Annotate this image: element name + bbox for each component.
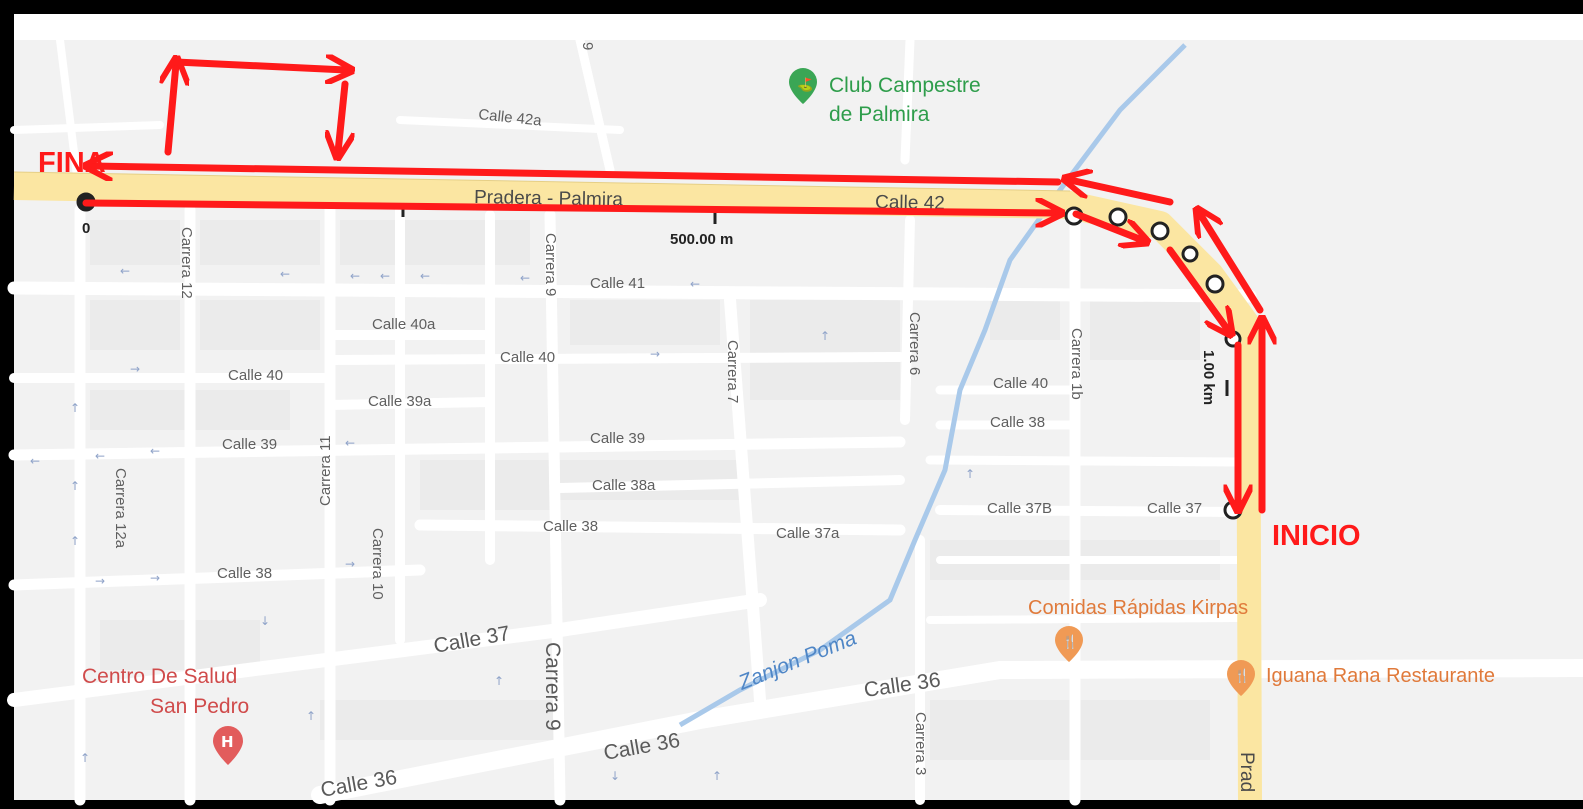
label-calle-39-c: Calle 39 <box>590 430 645 447</box>
label-calle-40-c: Calle 40 <box>500 349 555 366</box>
one-way-arrows: ← ← ← ← ← ← ← → → ← ← ← ← → → → ↑ ↑ ↑ ↓ ↑ ↑ ↑ ↑ ↑ ↓ ↑ <box>30 264 975 783</box>
svg-text:↑: ↑ <box>70 401 80 415</box>
svg-text:←: ← <box>95 449 105 463</box>
route-street-south-label: Prad <box>1236 752 1257 792</box>
label-calle-37-e: Calle 37 <box>1147 500 1202 517</box>
svg-text:🍴: 🍴 <box>1062 634 1078 650</box>
label-calle-40-w: Calle 40 <box>228 367 283 384</box>
svg-text:→: → <box>95 574 105 588</box>
svg-text:→: → <box>650 347 660 361</box>
poi-kirpas-label: Comidas Rápidas Kirpas <box>1028 597 1248 619</box>
route-waypoints <box>76 192 1243 520</box>
svg-text:H: H <box>221 733 234 751</box>
golf-flag-glyph: ⛳ <box>797 77 813 93</box>
label-carrera-7: Carrera 7 <box>724 340 741 403</box>
label-calle-38a: Calle 38a <box>592 477 656 494</box>
hospital-pin-icon <box>213 726 243 765</box>
label-carrera-12a: Carrera 12a <box>112 468 129 549</box>
arrow-bend-up-2 <box>1070 180 1174 206</box>
golf-pin-icon <box>789 68 817 104</box>
arrow-calle42-eastbound <box>82 203 1056 213</box>
restaurant-pin-icon <box>1055 626 1083 662</box>
poi-salud-line1: Centro De Salud <box>82 665 237 688</box>
city-blocks <box>90 220 1220 760</box>
poi-club-line1: Club Campestre <box>829 74 981 97</box>
scale-one-km: 1.00 km <box>1200 350 1217 405</box>
svg-text:←: ← <box>380 269 390 283</box>
arrow-bend-down-2 <box>1166 246 1228 330</box>
arrow-detour-up <box>168 64 176 156</box>
poi-club-campestre[interactable]: ⛳ Club Campestre de Palmira <box>789 68 981 126</box>
label-carrera-9-top: 9 <box>579 42 596 50</box>
label-carrera-10: Carrera 10 <box>369 528 386 600</box>
label-carrera-3: Carrera 3 <box>912 712 929 775</box>
svg-text:↑: ↑ <box>712 769 722 783</box>
street-network <box>7 35 1583 806</box>
svg-text:←: ← <box>150 444 160 458</box>
svg-text:←: ← <box>30 454 40 468</box>
scale-half-km: 500.00 m <box>670 231 733 248</box>
label-calle-39a: Calle 39a <box>368 393 432 410</box>
poi-iguana-rana[interactable]: 🍴 Iguana Rana Restaurante <box>1227 660 1495 696</box>
svg-text:↑: ↑ <box>306 709 316 723</box>
arrow-bend-down-1 <box>1072 210 1142 240</box>
label-calle-37a: Calle 37a <box>776 525 840 542</box>
route-road-south <box>1236 319 1262 801</box>
svg-text:↑: ↑ <box>70 534 80 548</box>
label-calle-38-e: Calle 38 <box>990 414 1045 431</box>
route-scale: 0 500.00 m 1.00 km <box>82 205 1229 405</box>
arrow-bend-up-1 <box>1200 214 1264 314</box>
label-inicio: INICIO <box>1272 520 1361 552</box>
scale-zero: 0 <box>82 220 90 237</box>
svg-text:↑: ↑ <box>80 751 90 765</box>
label-fina: FINA <box>38 147 106 179</box>
restaurant-pin-icon <box>1227 660 1255 696</box>
label-calle-41: Calle 41 <box>590 275 645 292</box>
svg-text:→: → <box>150 571 160 585</box>
svg-text:←: ← <box>420 269 430 283</box>
svg-text:🍴: 🍴 <box>1234 668 1250 684</box>
svg-text:↓: ↓ <box>260 614 270 628</box>
svg-text:←: ← <box>520 271 530 285</box>
label-calle-39-w: Calle 39 <box>222 436 277 453</box>
svg-text:→: → <box>345 557 355 571</box>
label-carrera-9-n: Carrera 9 <box>542 233 559 296</box>
poi-salud-line2: San Pedro <box>150 695 249 718</box>
svg-text:←: ← <box>350 269 360 283</box>
svg-text:↑: ↑ <box>494 674 504 688</box>
poi-centro-salud[interactable]: Centro De Salud San Pedro H <box>82 665 249 765</box>
poi-club-line2: de Palmira <box>829 103 930 126</box>
poi-iguana-label: Iguana Rana Restaurante <box>1266 665 1495 687</box>
svg-text:←: ← <box>120 264 130 278</box>
label-calle-38-w: Calle 38 <box>217 565 272 582</box>
svg-text:↑: ↑ <box>965 467 975 481</box>
svg-text:←: ← <box>345 436 355 450</box>
svg-text:←: ← <box>690 277 700 291</box>
svg-text:←: ← <box>280 267 290 281</box>
label-calle-40-e: Calle 40 <box>993 375 1048 392</box>
svg-text:→: → <box>130 362 140 376</box>
svg-text:↑: ↑ <box>820 329 830 343</box>
poi-comidas-kirpas[interactable]: Comidas Rápidas Kirpas 🍴 <box>1028 597 1248 662</box>
label-carrera-12: Carrera 12 <box>178 227 195 299</box>
label-calle-37b: Calle 37B <box>987 500 1052 517</box>
svg-text:↑: ↑ <box>70 479 80 493</box>
svg-text:↓: ↓ <box>610 769 620 783</box>
label-calle-42a: Calle 42a <box>478 106 543 130</box>
label-calle-38-c: Calle 38 <box>543 518 598 535</box>
label-calle-40a: Calle 40a <box>372 316 436 333</box>
label-carrera-11: Carrera 11 <box>317 435 334 506</box>
route-annotation-arrows <box>82 62 1264 510</box>
label-carrera-6: Carrera 6 <box>906 312 923 375</box>
arrow-calle42-westbound <box>92 166 1062 186</box>
label-carrera-9-s: Carrera 9 <box>541 642 564 731</box>
label-carrera-1b: Carrera 1b <box>1068 328 1085 400</box>
arrow-detour-east <box>172 62 346 70</box>
arrow-detour-down <box>338 80 345 152</box>
